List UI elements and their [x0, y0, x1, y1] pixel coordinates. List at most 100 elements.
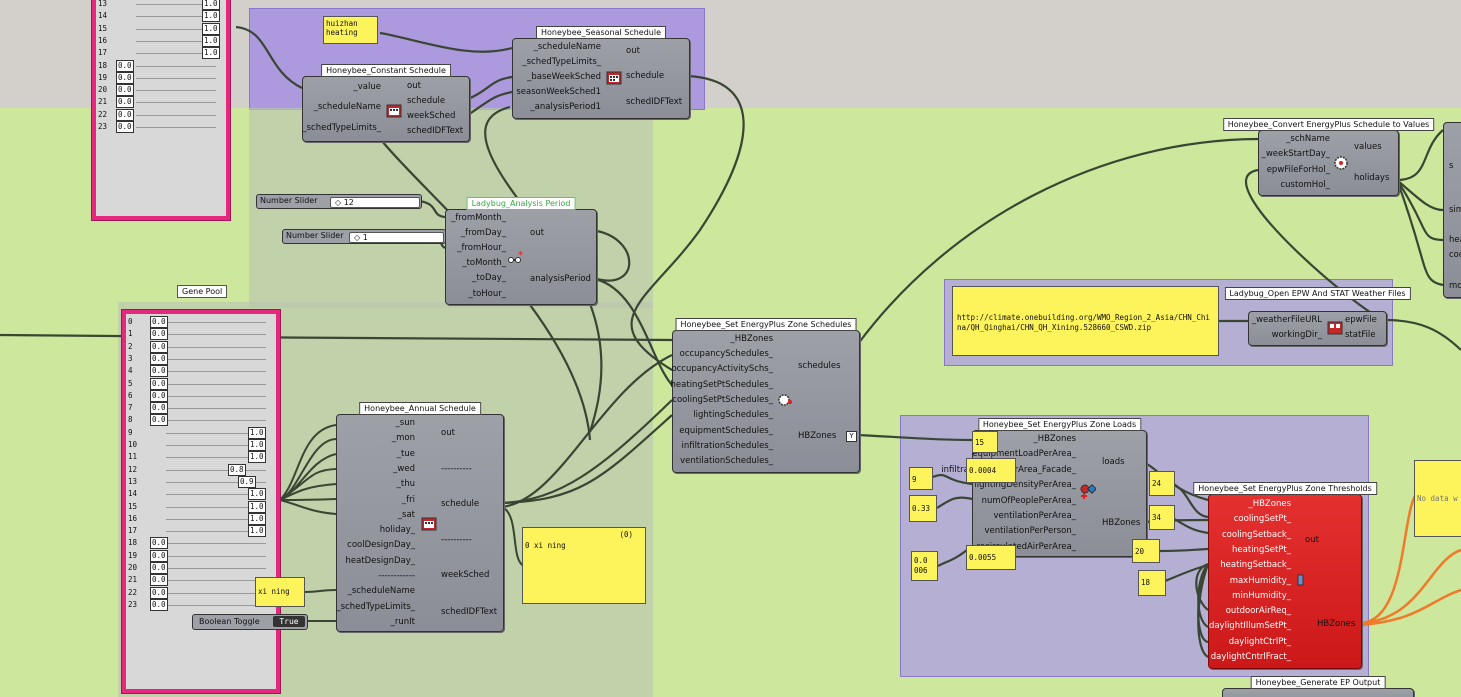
input-port[interactable]: _toMonth_ [462, 258, 506, 268]
gene-value[interactable]: 0.0 [150, 562, 168, 574]
input-port[interactable]: _toDay_ [472, 273, 506, 283]
gene-value[interactable]: 0.0 [150, 549, 168, 562]
input-port[interactable]: heatingSetPt_ [1232, 544, 1291, 555]
input-port[interactable]: _wed [393, 463, 415, 474]
panel-weather-url[interactable]: http://climate.onebuilding.org/WMO_Regio… [952, 286, 1219, 356]
input-port[interactable]: daylightIllumSetPt_ [1208, 621, 1291, 632]
panel-output[interactable]: (0) 0 xi ning [522, 527, 646, 604]
panel-number[interactable]: 0.33 [909, 495, 937, 522]
panel-number[interactable]: 9 [909, 467, 933, 490]
gene-value[interactable]: 1.0 [202, 10, 220, 23]
gene-value[interactable]: 0.0 [150, 340, 168, 353]
input-port[interactable]: _weatherFileURL [1251, 315, 1322, 325]
gene-value[interactable]: 0.0 [150, 586, 168, 599]
panel-number[interactable]: 18 [1138, 570, 1166, 596]
input-port[interactable]: equipmentSchedules_ [679, 426, 773, 436]
input-port[interactable]: _scheduleName [313, 102, 381, 112]
input-port[interactable]: _value [353, 82, 381, 92]
seasonal-schedule-component[interactable]: Honeybee_Seasonal Schedule _scheduleName… [512, 26, 690, 119]
output-port[interactable]: schedule [407, 96, 446, 106]
input-port[interactable]: holiday_ [379, 525, 415, 536]
gene-value[interactable]: 0.0 [150, 574, 168, 587]
input-port[interactable]: _toHour_ [468, 289, 506, 299]
slider-track[interactable]: ◇ 1 [349, 232, 444, 243]
gene-value[interactable]: 0.0 [150, 316, 168, 328]
panel-no-data[interactable]: No data w [1414, 460, 1461, 537]
input-port[interactable]: _tue [396, 448, 415, 459]
gene-value[interactable]: 1.0 [248, 488, 266, 501]
input-port[interactable]: epwFileForHol_ [1266, 165, 1330, 175]
input-port[interactable]: _schedTypeLimits_ [522, 57, 601, 67]
gene-value[interactable]: 0.0 [150, 389, 168, 402]
gene-value[interactable]: 0.0 [116, 59, 134, 72]
input-port[interactable]: equipmentLoadPerArea_ [972, 449, 1076, 460]
toggle-value[interactable]: True [273, 616, 305, 627]
annual-schedule-component[interactable]: Honeybee_Annual Schedule _sun_mon_tue_we… [336, 402, 504, 632]
zone-schedules-component[interactable]: Honeybee_Set EnergyPlus Zone Schedules _… [670, 318, 860, 473]
input-port[interactable]: heatingSetPtSchedules_ [670, 380, 773, 390]
output-port[interactable]: out [1305, 535, 1319, 545]
input-port[interactable]: _schedTypeLimits_ [302, 123, 381, 133]
input-port[interactable]: _thu [396, 479, 415, 490]
input-port[interactable]: hea [1449, 235, 1461, 245]
gene-value[interactable]: 0.0 [150, 598, 168, 611]
gene-value[interactable]: 0.0 [116, 71, 134, 84]
input-port[interactable]: ventilationSchedules_ [680, 456, 773, 466]
output-port[interactable]: out [407, 81, 421, 91]
input-port[interactable]: _scheduleName [533, 42, 601, 52]
input-port[interactable]: _schedTypeLimits_ [336, 601, 415, 612]
output-port[interactable]: HBZones [798, 431, 837, 441]
input-port[interactable]: mo [1449, 281, 1461, 291]
input-port[interactable]: _HBZones [1248, 499, 1291, 509]
gene-value[interactable]: 1.0 [248, 500, 266, 513]
input-port[interactable]: _weekStartDay_ [1261, 149, 1330, 159]
input-port[interactable]: coo [1449, 250, 1461, 260]
input-port[interactable]: ventilationPerPerson_ [984, 526, 1076, 537]
input-port[interactable]: ventilationPerArea_ [993, 511, 1076, 521]
gene-value[interactable]: 0.0 [150, 365, 168, 378]
input-port[interactable]: _sat [397, 509, 415, 520]
generate-ep-output-component[interactable]: Honeybee_Generate EP Output [1222, 676, 1414, 697]
input-port[interactable]: customHol_ [1280, 180, 1330, 190]
gene-value[interactable]: 0.8 [228, 463, 246, 476]
panel-number[interactable]: 0.0004 [966, 458, 1016, 483]
output-port[interactable]: analysisPeriod [530, 274, 591, 284]
gene-value[interactable]: 1.0 [248, 525, 266, 538]
gene-value[interactable]: 1.0 [202, 0, 220, 10]
number-slider-month[interactable]: Number Slider ◇ 12 [256, 194, 422, 209]
input-port[interactable]: recirculatedAirPerArea_ [976, 541, 1077, 552]
output-port[interactable]: schedIDFText [626, 97, 683, 107]
output-port[interactable]: schedIDFText [407, 126, 464, 136]
panel-number[interactable]: 0.0055 [966, 545, 1016, 570]
panel-number[interactable]: 34 [1149, 505, 1175, 530]
input-port[interactable]: sim [1449, 205, 1461, 215]
output-port[interactable]: loads [1102, 457, 1125, 467]
output-port[interactable]: schedules [798, 361, 841, 371]
gene-value[interactable]: 0.0 [116, 84, 134, 97]
open-epw-component[interactable]: Ladybug_Open EPW And STAT Weather Files … [1224, 287, 1411, 346]
output-port[interactable]: schedule [626, 71, 665, 81]
output-port[interactable]: holidays [1354, 173, 1390, 183]
gene-value[interactable]: 1.0 [248, 512, 266, 525]
input-port[interactable]: _mon [391, 433, 415, 444]
gene-value[interactable]: 0.9 [238, 475, 256, 488]
